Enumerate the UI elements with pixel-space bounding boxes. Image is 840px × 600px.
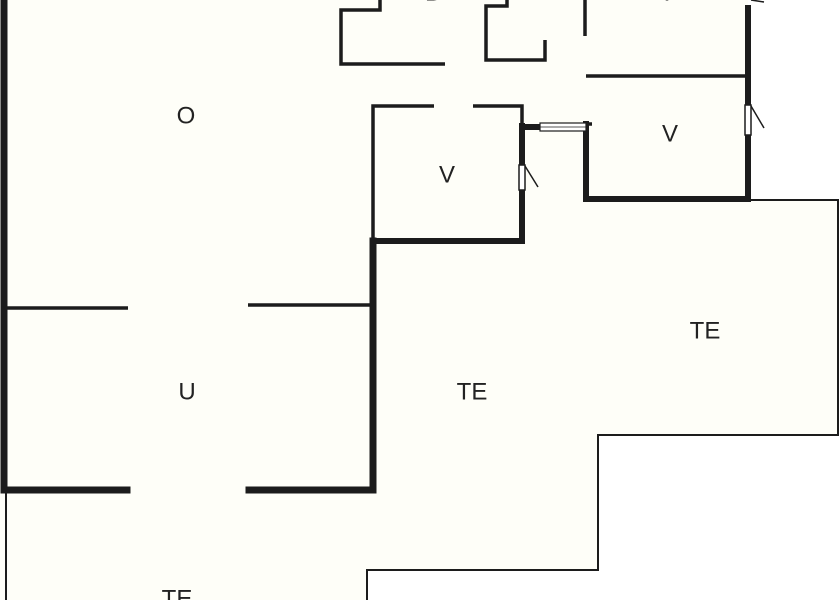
door-v-center-opening <box>518 164 526 191</box>
walls <box>0 0 751 494</box>
door-v-top-leaf <box>750 0 765 3</box>
terrace-outlines <box>5 199 839 600</box>
partitions <box>4 0 746 310</box>
terrace-outline-right <box>366 199 839 600</box>
room-label-v-top: V <box>659 0 675 6</box>
exterior-area <box>748 0 840 200</box>
room-label-te-center: TE <box>457 378 488 405</box>
window <box>539 122 587 132</box>
wall-v-right-room <box>583 121 751 202</box>
doors <box>518 0 765 191</box>
door-v-right-leaf <box>750 105 765 129</box>
partition-b-right <box>484 0 547 62</box>
room-label-te-right: TE <box>690 317 721 344</box>
exterior-area-bottom <box>369 437 840 600</box>
partition-v-center-top <box>473 104 524 126</box>
door-v-right-opening <box>744 104 752 136</box>
partition-b-left <box>339 0 445 66</box>
room-label-u: U <box>178 378 195 405</box>
partition-v-center-left <box>371 104 434 241</box>
room-label-o: O <box>177 102 196 129</box>
room-label-te-bottom: TE <box>162 585 193 600</box>
door-v-center-leaf <box>524 165 539 188</box>
room-label-v-center: V <box>439 161 455 188</box>
room-label-v-right: V <box>662 120 678 147</box>
room-labels: O U TE TE TE V V V B <box>162 0 721 600</box>
room-label-b-top: B <box>425 0 441 6</box>
